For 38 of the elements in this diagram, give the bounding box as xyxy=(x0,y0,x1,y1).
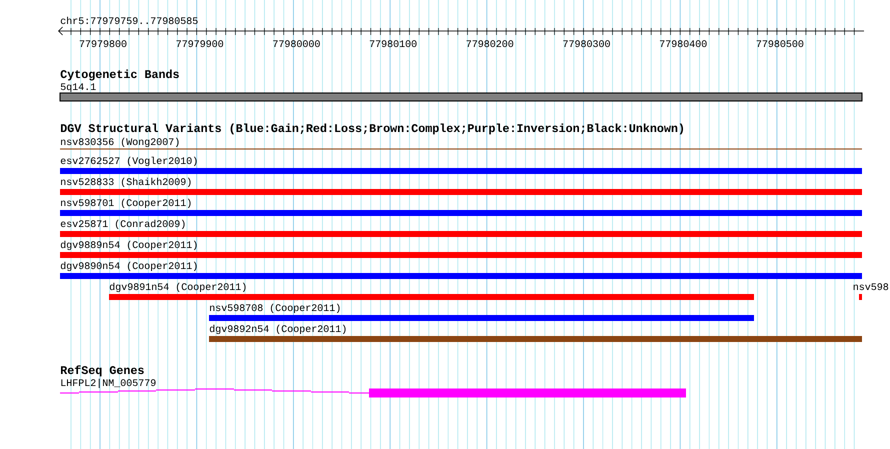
track-title: DGV Structural Variants (Blue:Gain;Red:Loss;Brown:Complex;Purple:Inversion;Black:Unknown) xyxy=(60,124,683,134)
variant-bar: nsv528833 (Shaikh2009) xyxy=(60,178,862,195)
node-label: nsv598708 (Cooper2011) xyxy=(210,304,340,314)
variant-bar: dgv9889n54 (Cooper2011) xyxy=(60,240,862,258)
variant-bar: nsv598701 (Cooper2011) xyxy=(60,198,862,216)
variant-bar: nsv598708 (Cooper2011) xyxy=(209,304,754,321)
node-label: dgv9891n54 (Cooper2011) xyxy=(110,282,246,292)
track-title: Cytogenetic Bands xyxy=(60,70,179,80)
node-label: 5q14.1 xyxy=(60,83,96,92)
node-label: LHFPL2|NM_005779 xyxy=(61,378,156,388)
node-label: nsv528833 (Shaikh2009) xyxy=(61,178,191,188)
variant-bar: esv2762527 (Vogler2010) xyxy=(60,156,862,174)
tick-label: 77980400 xyxy=(660,40,707,48)
node-label: esv25871 (Conrad2009) xyxy=(60,220,185,230)
tick-label: 77980300 xyxy=(563,40,610,48)
node-label: dgv9892n54 (Cooper2011) xyxy=(210,324,346,334)
tick-label: 77980100 xyxy=(370,40,416,48)
ruler-title: chr5:77979759..77980585 xyxy=(60,16,198,24)
node-label: esv2762527 (Vogler2010) xyxy=(60,156,197,166)
tick-label: 77979800 xyxy=(80,40,126,48)
node-label: nsv598 xyxy=(854,283,888,290)
variant-bar: dgv9890n54 (Cooper2011) xyxy=(60,262,862,279)
cytoband-bar: 5q14.1 xyxy=(60,83,862,102)
variant-bar: nsv598 xyxy=(854,283,888,300)
tick-label: 77980200 xyxy=(466,40,514,48)
tick-label: 77980500 xyxy=(756,40,804,48)
tick-label: 77979900 xyxy=(176,40,224,48)
node-label: nsv830356 (Wong2007) xyxy=(61,138,179,148)
gene-model: LHFPL2|NM_005779 xyxy=(60,378,686,398)
node-label: nsv598701 (Cooper2011) xyxy=(61,198,191,208)
track-title: RefSeq Genes xyxy=(61,365,144,376)
tick-label: 77980000 xyxy=(273,40,320,48)
variant-bar: nsv830356 (Wong2007) xyxy=(60,138,862,150)
variant-bar: dgv9892n54 (Cooper2011) xyxy=(209,324,862,342)
node-label: dgv9889n54 (Cooper2011) xyxy=(60,240,197,250)
node-label: dgv9890n54 (Cooper2011) xyxy=(60,262,197,272)
variant-bar: dgv9891n54 (Cooper2011) xyxy=(109,282,754,300)
variant-bar: esv25871 (Conrad2009) xyxy=(60,220,862,237)
